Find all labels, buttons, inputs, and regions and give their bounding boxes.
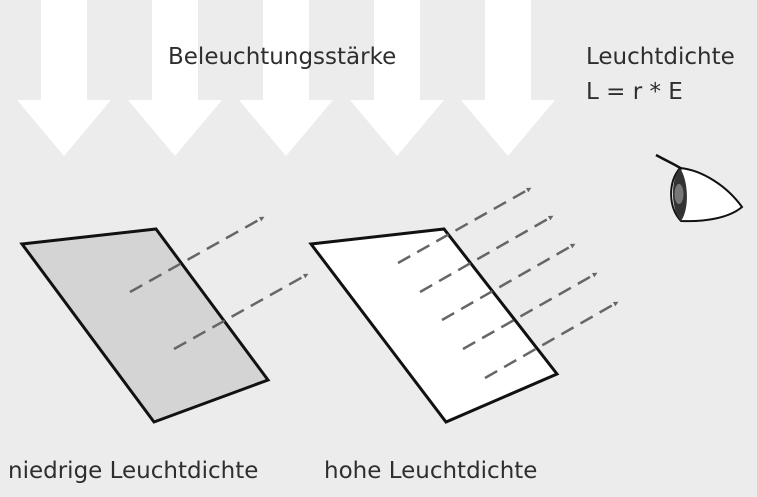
reflected-ray [129, 215, 265, 294]
reflected-ray [441, 242, 576, 322]
incident-arrow [461, 0, 555, 156]
reflected-ray [419, 214, 554, 294]
dark-surface [19, 227, 271, 424]
luminance-formula: L = r * E [586, 79, 683, 105]
high-luminance-caption: hohe Leuchtdichte [324, 458, 537, 484]
bright-surface [308, 227, 560, 424]
reflected-rays-low [129, 215, 309, 351]
reflected-ray [484, 300, 619, 380]
reflected-ray [173, 272, 309, 351]
reflected-rays-high [397, 186, 619, 380]
illuminance-label: Beleuchtungsstärke [168, 44, 396, 70]
eye-icon [655, 153, 744, 223]
incident-light-arrows [17, 0, 555, 156]
low-luminance-caption: niedrige Leuchtdichte [8, 458, 258, 484]
reflected-ray [462, 271, 598, 351]
incident-arrow [239, 0, 333, 156]
incident-arrow [17, 0, 111, 156]
luminance-title: Leuchtdichte [586, 44, 735, 70]
incident-arrow [128, 0, 222, 156]
incident-arrow [350, 0, 444, 156]
reflected-ray [397, 186, 532, 265]
